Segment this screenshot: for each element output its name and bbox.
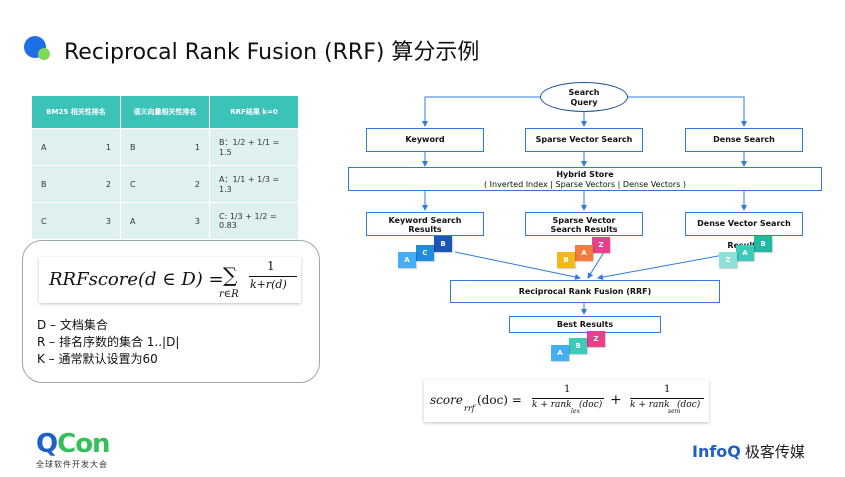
formula-lhs: score — [430, 393, 463, 407]
qcon-subtitle: 全球软件开发大会 — [36, 460, 108, 469]
fraction-denominator: k + rank — [630, 400, 670, 410]
rrf-result: B：1/2 + 1/1 = 1.5 — [209, 128, 299, 166]
denominator-sub: lex — [571, 408, 580, 415]
rrf-formula-panel: RRFscore(d ∈ D) = ∑ r∈R 1 k+r(d) D – 文档集… — [22, 240, 320, 383]
result-tile: Z — [719, 252, 737, 268]
keyword-label: Keyword — [405, 135, 445, 144]
definition-item: R – 排名序数的集合 1..|D| — [37, 335, 180, 349]
fraction-numerator: 1 — [564, 384, 571, 395]
dense-label: Dense Search — [713, 135, 775, 144]
page-title: Reciprocal Rank Fusion (RRF) 算分示例 — [64, 40, 480, 65]
rrf-label: Reciprocal Rank Fusion (RRF) — [518, 287, 652, 296]
doc-id: B — [41, 179, 47, 189]
formula-lhs-sub: rrf — [464, 404, 475, 413]
dense-results-box: Dense Vector Search Results — [685, 212, 803, 250]
fraction-numerator: 1 — [664, 384, 671, 395]
rrf-score-formula: score rrf (doc) = 1 k + rank lex (doc) +… — [424, 380, 709, 422]
title-bullet-icon — [24, 36, 54, 66]
hybrid-store-box: Hybrid Store ( Inverted Index | Sparse V… — [348, 167, 822, 191]
infoq-logo-cn: 极客传媒 — [744, 443, 805, 461]
fraction-numerator: 1 — [267, 259, 275, 273]
formula-arg: (doc) = — [477, 393, 522, 407]
rank-value: 3 — [194, 216, 200, 226]
table-row: C 3 A 3 C: 1/3 + 1/2 = 0.83 — [31, 202, 299, 240]
sparse-results-label: Sparse Vector Search Results — [550, 216, 618, 234]
result-tile: B — [569, 338, 587, 354]
definition-item: K – 通常默认设置为60 — [37, 352, 158, 366]
denominator-arg: (doc) — [677, 400, 701, 410]
table-row: A 1 B 1 B：1/2 + 1/1 = 1.5 — [31, 128, 299, 166]
keyword-results-box: Keyword Search Results — [366, 212, 484, 236]
rank-value: 3 — [105, 216, 111, 226]
qcon-logo: QCon 全球软件开发大会 — [36, 429, 111, 470]
sum-symbol: ∑ — [223, 263, 238, 287]
rank-value: 2 — [194, 179, 200, 189]
result-tile: B — [557, 252, 575, 268]
doc-id: A — [130, 216, 136, 226]
infoq-logo-text: InfoQ — [692, 442, 741, 461]
denominator-sub: sem — [668, 408, 681, 415]
sparse-results-box: Sparse Vector Search Results — [525, 212, 643, 236]
fraction-denominator: k + rank — [532, 400, 572, 410]
dense-search-box: Dense Search — [685, 128, 803, 152]
result-tile: A — [551, 345, 569, 361]
doc-id: A — [41, 142, 47, 152]
rrf-result: A：1/1 + 1/3 = 1.3 — [209, 165, 299, 203]
best-results-label: Best Results — [556, 320, 614, 329]
rank-value: 1 — [105, 142, 111, 152]
search-query-node: Search Query — [540, 82, 628, 112]
result-tile: B — [434, 236, 452, 252]
doc-id: B — [130, 142, 136, 152]
plus-sign: + — [610, 392, 622, 408]
rrf-box: Reciprocal Rank Fusion (RRF) — [450, 280, 720, 303]
rrf-result: C: 1/3 + 1/2 = 0.83 — [209, 202, 299, 240]
result-tile: Z — [592, 237, 610, 253]
best-results-box: Best Results — [509, 316, 661, 333]
result-tile: A — [736, 245, 754, 261]
definition-item: D – 文档集合 — [37, 318, 108, 332]
fraction-denominator: k+r(d) — [250, 278, 287, 291]
result-tile: Z — [587, 331, 605, 347]
qcon-logo-text: Con — [57, 429, 110, 459]
doc-id: C — [41, 216, 47, 226]
rank-value: 1 — [194, 142, 200, 152]
store-subtitle: ( Inverted Index | Sparse Vectors | Dens… — [483, 180, 687, 189]
table-row: B 2 C 2 A：1/1 + 1/3 = 1.3 — [31, 165, 299, 203]
keyword-search-box: Keyword — [366, 128, 484, 152]
result-tile: A — [398, 252, 416, 268]
formula-lhs: RRFscore(d ∈ D) = — [49, 269, 224, 290]
sparse-label: Sparse Vector Search — [535, 135, 633, 144]
keyword-results-label: Keyword Search Results — [388, 216, 462, 234]
query-label: Search — [568, 88, 600, 97]
rrf-formula: RRFscore(d ∈ D) = ∑ r∈R 1 k+r(d) — [39, 257, 301, 303]
qcon-logo-q: Q — [36, 429, 58, 459]
store-title: Hybrid Store — [556, 170, 614, 179]
query-label: Query — [570, 98, 598, 107]
sparse-vector-search-box: Sparse Vector Search — [525, 128, 643, 152]
definitions-list: D – 文档集合 R – 排名序数的集合 1..|D| K – 通常默认设置为6… — [37, 317, 179, 368]
doc-id: C — [130, 179, 136, 189]
table-header: RRF结果 k=0 — [209, 95, 299, 129]
result-tile: B — [754, 236, 772, 252]
rank-value: 2 — [105, 179, 111, 189]
result-tile: A — [575, 245, 593, 261]
result-tile: C — [416, 245, 434, 261]
denominator-arg: (doc) — [579, 400, 603, 410]
sum-subscript: r∈R — [219, 289, 239, 300]
